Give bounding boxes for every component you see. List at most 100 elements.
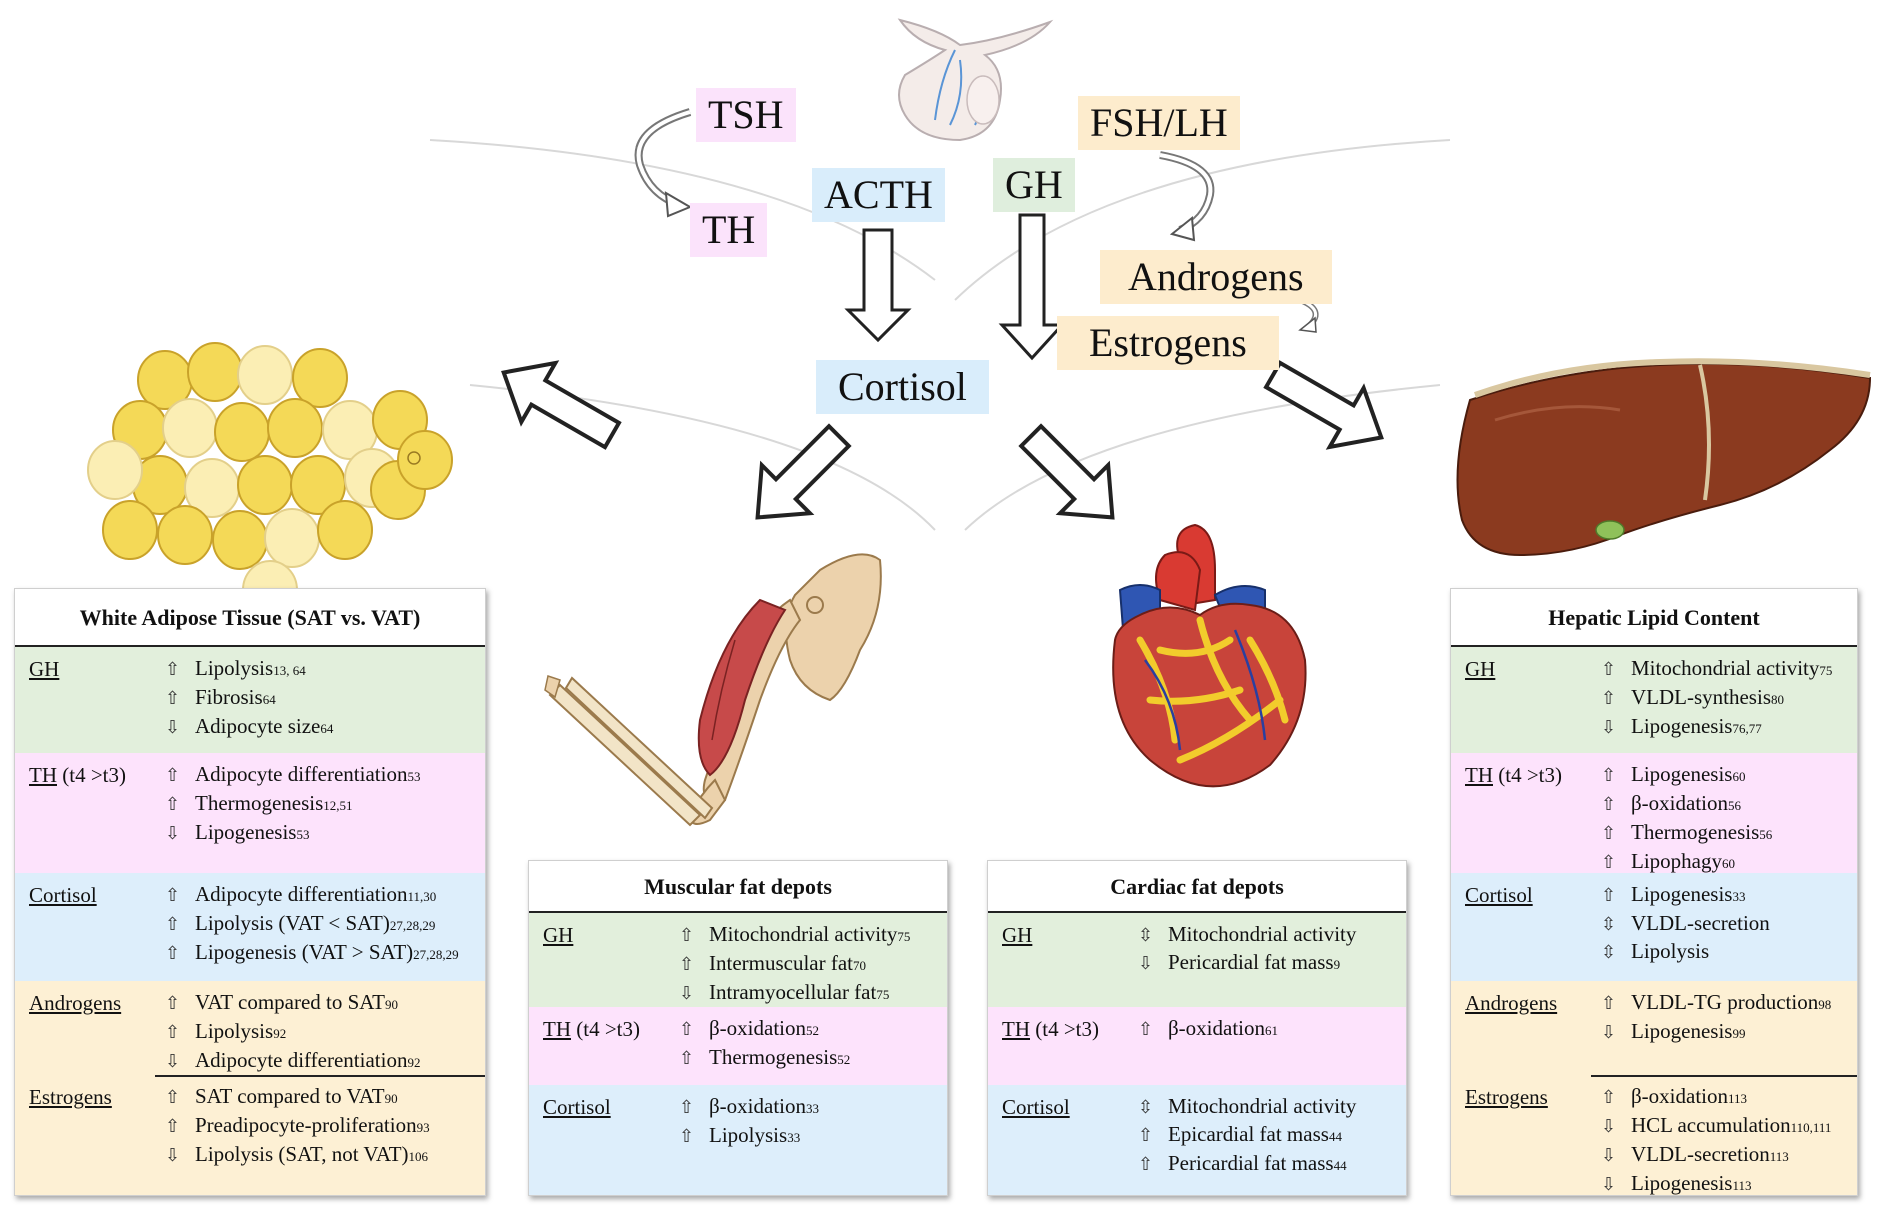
adipocyte-cell [102, 500, 158, 560]
adipocyte-cell [292, 348, 348, 408]
reference-superscript: 53 [407, 769, 421, 784]
section-label: Androgens [29, 991, 121, 1016]
section-label: GH [29, 657, 59, 682]
direction-arrow-icon: ⇩ [1601, 1145, 1617, 1166]
reference-superscript: 11,30 [407, 889, 437, 904]
effect-text: Lipogenesis (VAT > SAT) [195, 940, 414, 964]
label-estrogens: Estrogens [1057, 316, 1279, 370]
effect-text: β-oxidation [709, 1094, 807, 1118]
direction-arrow-icon: ⇩ [1601, 1022, 1617, 1043]
faint-curve-upper-right [954, 139, 1451, 301]
androgens-to-estrogens-curved-arrow [1298, 297, 1319, 333]
hormone-name: Cortisol [1465, 883, 1533, 907]
direction-arrow-icon: ⇧ [165, 943, 181, 964]
effect-text: Adipocyte differentiation [195, 882, 408, 906]
adipocyte-cell [87, 440, 143, 500]
hormone-name: Androgens [1465, 991, 1558, 1015]
reference-superscript: 75 [897, 929, 911, 944]
direction-arrow-icon: ⇧ [1601, 823, 1617, 844]
effect-item: ⇧Lipogenesis (VAT > SAT)27,28,29 [165, 939, 459, 968]
fsh-to-androgens-curved-arrow [1159, 151, 1215, 242]
pituitary-gland-icon [897, 18, 1054, 142]
hormone-name: Estrogens [1465, 1085, 1548, 1109]
effect-text: Lipolysis [195, 656, 274, 680]
hormone-name: GH [1465, 657, 1496, 681]
reference-superscript: 56 [1759, 827, 1773, 842]
adipocyte-cell [187, 342, 243, 402]
reference-superscript: 33 [787, 1130, 801, 1145]
reference-superscript: 76,77 [1732, 721, 1762, 736]
section-label: Estrogens [1465, 1085, 1548, 1110]
adipocyte-cell [214, 402, 270, 462]
effect-text: Lipogenesis [195, 820, 297, 844]
direction-arrow-icon: ⇧ [679, 1019, 695, 1040]
direction-arrow-icon: ⇳ [1601, 914, 1617, 935]
reference-superscript: 90 [384, 1091, 398, 1106]
direction-arrow-icon: ⇩ [165, 823, 181, 844]
direction-arrow-icon: ⇳ [1138, 1097, 1154, 1118]
reference-superscript: 92 [407, 1055, 421, 1070]
reference-superscript: 110,111 [1790, 1120, 1832, 1135]
direction-arrow-icon: ⇧ [165, 885, 181, 906]
effect-text: VAT compared to SAT [195, 990, 385, 1014]
effect-item: ⇧Lipolysis (VAT < SAT)27,28,29 [165, 910, 459, 939]
effect-text: Lipogenesis [1631, 762, 1733, 786]
effect-text: Pericardial fat mass [1168, 1151, 1334, 1175]
adipocyte-cell [237, 345, 293, 405]
effect-text: Thermogenesis [195, 791, 324, 815]
section-label: Cortisol [1465, 883, 1533, 908]
effect-text: SAT compared to VAT [195, 1084, 385, 1108]
label-tsh: TSH [696, 88, 796, 142]
adipocyte-cell [317, 500, 373, 560]
effect-text: Fibrosis [195, 685, 263, 709]
adipocyte-nucleus [407, 451, 421, 465]
hormone-name: TH [29, 763, 57, 787]
acth-down-arrow [844, 228, 912, 343]
direction-arrow-icon: ⇩ [165, 717, 181, 738]
effect-text: β-oxidation [1631, 1084, 1729, 1108]
effect-text: VLDL-synthesis [1631, 685, 1771, 709]
section-label: TH (t4 >t3) [29, 763, 126, 788]
reference-superscript: 44 [1333, 1158, 1347, 1173]
effect-text: Adipocyte differentiation [195, 762, 408, 786]
hormone-name: Estrogens [29, 1085, 112, 1109]
effect-text: Lipogenesis [1631, 1171, 1733, 1195]
direction-arrow-icon: ⇳ [1138, 925, 1154, 946]
label-gh: GH [993, 158, 1075, 212]
direction-arrow-icon: ⇧ [679, 1048, 695, 1069]
section-divider [155, 1075, 485, 1077]
reference-superscript: 13, 64 [273, 663, 306, 678]
panel-hepatic-lipid-content: Hepatic Lipid Content GH⇧Mitochondrial a… [1450, 588, 1858, 1196]
reference-superscript: 33 [1732, 889, 1746, 904]
section-label: GH [543, 923, 573, 948]
effect-list: ⇳Mitochondrial activity⇧Epicardial fat m… [1138, 1093, 1356, 1179]
reference-superscript: 52 [837, 1052, 851, 1067]
reference-superscript: 27,28,29 [389, 918, 436, 933]
gh-down-arrow [998, 213, 1066, 361]
effect-item: ⇩Lipolysis (SAT, not VAT)106 [165, 1141, 430, 1170]
direction-arrow-icon: ⇧ [165, 1087, 181, 1108]
effect-text: Intermuscular fat [709, 951, 854, 975]
reference-superscript: 99 [1732, 1026, 1746, 1041]
